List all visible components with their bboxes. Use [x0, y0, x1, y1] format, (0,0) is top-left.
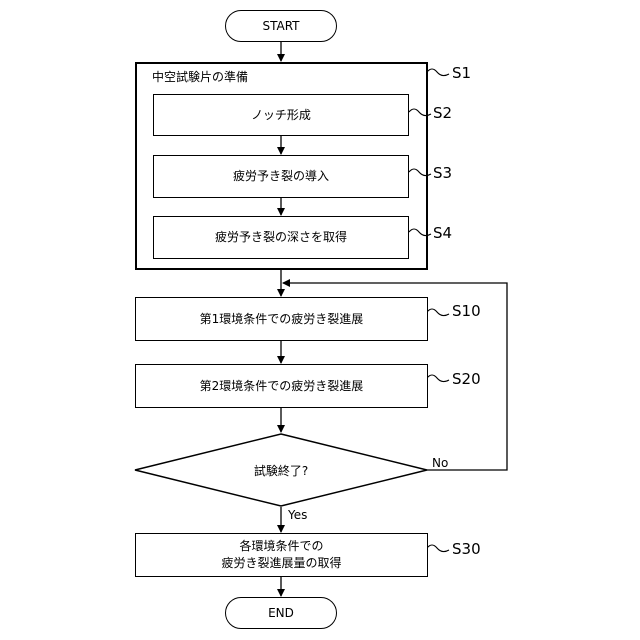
- process-label-s4: 疲労予き裂の深さを取得: [215, 229, 347, 246]
- process-label-s2: ノッチ形成: [251, 107, 311, 124]
- step-id-s20: S20: [452, 370, 481, 388]
- step-id-s3: S3: [433, 164, 452, 182]
- process-label-s30: 各環境条件での 疲労き裂進展量の取得: [221, 538, 341, 572]
- preparation-group-title: 中空試験片の準備: [152, 68, 248, 85]
- start-terminal: START: [225, 10, 337, 42]
- process-box-s2: ノッチ形成: [153, 94, 409, 136]
- end-terminal: END: [225, 597, 337, 629]
- start-label: START: [262, 18, 299, 35]
- decision-no-label: No: [432, 456, 448, 470]
- process-box-s3: 疲労予き裂の導入: [153, 155, 409, 198]
- end-label: END: [268, 605, 294, 622]
- step-id-s2: S2: [433, 104, 452, 122]
- step-id-s4: S4: [433, 224, 452, 242]
- process-label-s3: 疲労予き裂の導入: [233, 168, 329, 185]
- process-box-s10: 第1環境条件での疲労き裂進展: [135, 297, 428, 341]
- process-box-s30: 各環境条件での 疲労き裂進展量の取得: [135, 533, 428, 577]
- step-id-s30: S30: [452, 540, 481, 558]
- step-id-s1: S1: [452, 64, 471, 82]
- process-box-s20: 第2環境条件での疲労き裂進展: [135, 364, 428, 408]
- leader-s1: [427, 69, 449, 76]
- leader-s10: [427, 309, 449, 316]
- process-label-s10: 第1環境条件での疲労き裂進展: [200, 311, 364, 328]
- process-box-s4: 疲労予き裂の深さを取得: [153, 216, 409, 259]
- decision-label: 試験終了?: [221, 462, 341, 479]
- decision-yes-label: Yes: [288, 508, 307, 522]
- process-label-s20: 第2環境条件での疲労き裂進展: [200, 378, 364, 395]
- leader-s20: [427, 375, 449, 382]
- step-id-s10: S10: [452, 302, 481, 320]
- leader-s30: [427, 545, 449, 552]
